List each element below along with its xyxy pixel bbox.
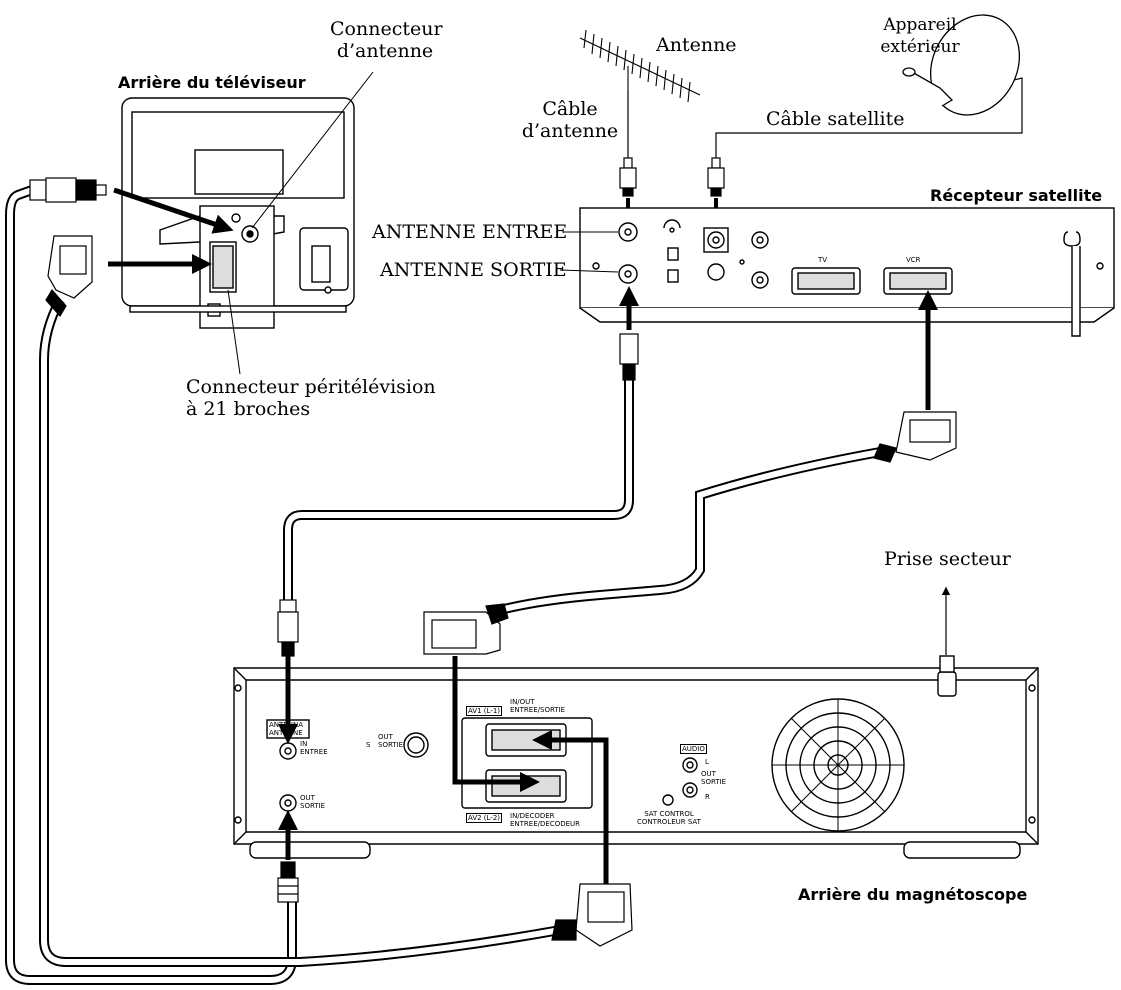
vcr-audio-r-label: R [705,793,710,801]
tv-back-title: Arrière du téléviseur [118,73,306,92]
vcr-arrows [278,656,609,884]
vcr-av1-tag: AV1 (L-1) [466,706,503,716]
receiver-scart-plug [873,411,957,463]
vcr-title: Arrière du magnétoscope [798,885,1028,904]
antenna-in-label: ANTENNE ENTREE [372,221,568,243]
vcr-av1-desc: IN/OUT ENTREE/SORTIE [510,698,566,714]
receiver-out-plug [619,333,639,381]
antenna-out-label: ANTENNE SORTIE [380,259,567,281]
satellite-dish-drawing [902,14,1021,116]
antenna-cable-label: Câble d’antenne [521,98,619,142]
antenna-drawing [579,29,701,103]
vcr-av2-desc: IN/DECODER ENTREE/DECODEUR [510,812,581,828]
cable-receiver-vcr-scart [498,447,881,615]
vcr-out-plug [277,861,299,903]
vcr-audio-out-label: OUT SORTIE [701,770,727,786]
satellite-receiver-panel [579,207,1115,337]
antenna-plug [619,157,637,197]
receiver-vcr-port-label: VCR [906,256,921,264]
tv-leader-lines [227,71,374,375]
vcr-grille-lines [772,699,904,831]
mains-label: Prise secteur [884,548,1011,570]
tv-antenna-connector-label: Connecteur d’antenne [330,18,443,62]
receiver-leader-lines [559,231,619,273]
vcr-s-out-label: OUT SORTIE [378,733,404,749]
vcr-out-label: OUT SORTIE [300,794,326,810]
receiver-up-arrows [619,286,938,410]
vcr-lower-scart-plug [551,883,633,947]
outdoor-unit-label: Appareil extérieur [880,15,960,57]
vcr-back-panel [233,655,1039,859]
vcr-antenna-tag: ANTENNA ANTENNE [269,721,303,737]
tv-antenna-plug [29,177,107,203]
receiver-tv-port-label: TV [818,256,828,264]
satellite-cable-label: Câble satellite [766,108,905,130]
vcr-av2-tag: AV2 (L-2) [466,813,503,823]
vcr-in-label: IN ENTREE [300,740,328,756]
satellite-plug [707,157,725,197]
vcr-sat-control-label: SAT CONTROL CONTROLEUR SAT [637,810,701,826]
cable-receiver-out-to-vcr-in [283,380,634,600]
tv-back-panel [121,97,355,329]
vcr-in-plug [277,599,299,657]
receiver-title: Récepteur satellite [930,186,1103,205]
vcr-audio-tag: AUDIO [680,744,707,754]
tv-scart-connector-label: Connecteur péritélévision à 21 broches [186,376,436,420]
tv-arrows [108,187,234,274]
cable-tv-antenna-loop [5,185,297,985]
cable-tv-scart-loop [39,297,561,967]
vcr-upper-scart-plug [423,603,509,655]
vcr-audio-l-label: L [705,758,709,766]
vcr-s-label: S [366,741,371,749]
tv-scart-plug [45,235,93,318]
antenna-label: Antenne [656,34,737,56]
